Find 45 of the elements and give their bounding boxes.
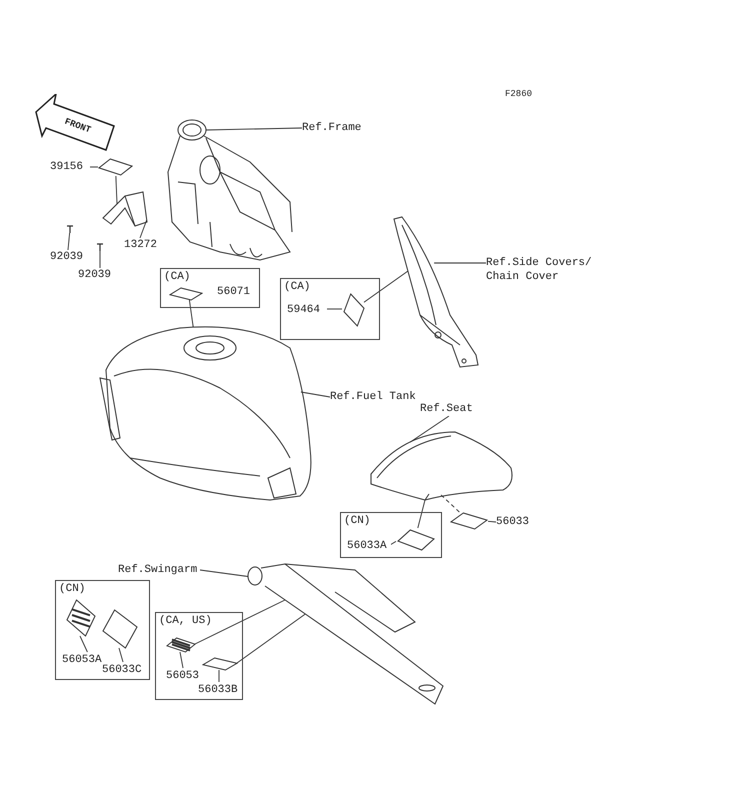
leader-line bbox=[218, 670, 220, 682]
region-group-frame bbox=[55, 580, 150, 680]
region-code: (CN) bbox=[59, 582, 86, 596]
label-sticker-drawing bbox=[343, 293, 365, 327]
label-sticker-drawing bbox=[450, 512, 488, 530]
leader-line bbox=[440, 494, 460, 512]
region-group-frame bbox=[160, 268, 260, 308]
label-sticker-drawing bbox=[166, 637, 196, 653]
leader-line bbox=[326, 308, 342, 310]
leader-line bbox=[180, 652, 184, 668]
label-sticker-drawing bbox=[98, 158, 133, 176]
leader-line bbox=[118, 648, 124, 662]
screw-icon bbox=[96, 243, 104, 251]
leader-line bbox=[200, 570, 248, 577]
leader-line bbox=[188, 300, 194, 328]
label-sticker-drawing bbox=[102, 609, 138, 649]
region-code: (CN) bbox=[344, 514, 370, 528]
screw-icon bbox=[66, 225, 74, 233]
leader-line bbox=[90, 166, 98, 168]
label-sticker-drawing bbox=[202, 657, 238, 671]
leader-line bbox=[140, 220, 148, 238]
label-sticker-drawing bbox=[397, 529, 435, 551]
leader-line bbox=[206, 128, 302, 130]
region-group-frame bbox=[155, 612, 243, 700]
leader-line bbox=[488, 520, 496, 522]
leader-line bbox=[236, 614, 306, 664]
drawing-code: F2860 bbox=[505, 88, 532, 101]
leader-line bbox=[68, 232, 70, 250]
direction-text: FRONT bbox=[62, 116, 92, 136]
leader-line bbox=[300, 392, 330, 398]
swingarm-drawing bbox=[245, 562, 445, 707]
region-code: (CA, US) bbox=[159, 614, 212, 628]
leader-line bbox=[410, 416, 450, 443]
region-group-frame bbox=[340, 512, 442, 558]
label-sticker-drawing bbox=[169, 287, 203, 301]
region-code: (CA) bbox=[164, 270, 190, 284]
leader-line bbox=[417, 500, 426, 528]
leader-line bbox=[434, 262, 486, 264]
leader-line bbox=[115, 176, 118, 204]
part-label: Ref.Swingarm bbox=[118, 563, 200, 577]
label-sticker-drawing bbox=[66, 599, 96, 637]
leader-line bbox=[364, 270, 408, 303]
region-code: (CA) bbox=[284, 280, 310, 294]
region-group-frame bbox=[280, 278, 380, 340]
leader-line bbox=[80, 636, 88, 652]
